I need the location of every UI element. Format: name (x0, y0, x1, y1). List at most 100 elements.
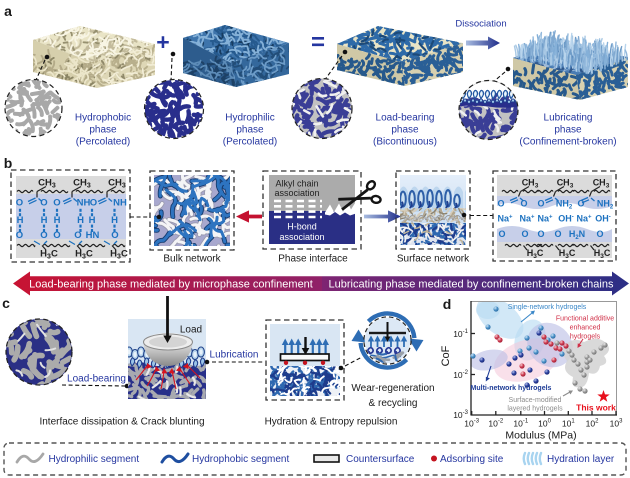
svg-text:d: d (443, 296, 452, 312)
svg-text:NH2: NH2 (597, 199, 614, 211)
svg-text:Lubricating phase mediated by: Lubricating phase mediated by confinemen… (329, 278, 614, 290)
svg-text:phase: phase (554, 125, 582, 136)
svg-text:(Confinement-broken): (Confinement-broken) (519, 137, 616, 148)
svg-text:OH-: OH- (595, 214, 611, 224)
svg-text:101: 101 (562, 419, 575, 429)
svg-text:Load-bearing: Load-bearing (376, 113, 435, 124)
svg-text:Wear-regeneration: Wear-regeneration (351, 383, 434, 394)
svg-text:(Percolated): (Percolated) (76, 137, 130, 148)
svg-text:Dissociation: Dissociation (455, 19, 506, 30)
svg-text:10-3: 10-3 (453, 410, 468, 420)
svg-text:+: + (156, 29, 169, 55)
svg-text:O: O (53, 230, 60, 241)
svg-text:phase: phase (89, 125, 117, 136)
svg-text:Na+: Na+ (519, 214, 535, 224)
svg-text:CH3: CH3 (557, 178, 574, 190)
svg-text:10-1: 10-1 (453, 329, 468, 339)
svg-text:O: O (520, 199, 527, 209)
svg-text:CH3: CH3 (593, 178, 610, 190)
svg-text:Na+: Na+ (576, 214, 592, 224)
svg-text:association: association (274, 188, 319, 198)
svg-text:phase: phase (391, 125, 419, 136)
svg-text:phase: phase (236, 125, 264, 136)
svg-text:H: H (41, 215, 48, 226)
svg-text:O: O (16, 198, 23, 209)
svg-text:H3C: H3C (527, 248, 544, 260)
svg-text:103: 103 (610, 419, 623, 429)
svg-text:Multi-network hydrogels: Multi-network hydrogels (471, 385, 552, 392)
svg-text:Hydrophilic: Hydrophilic (225, 113, 274, 124)
svg-text:102: 102 (586, 419, 599, 429)
svg-text:c: c (2, 295, 10, 311)
svg-text:H3C: H3C (40, 249, 58, 261)
svg-text:H-bond: H-bond (287, 222, 317, 232)
svg-text:O: O (40, 230, 47, 241)
svg-text:Phase interface: Phase interface (278, 254, 348, 265)
svg-text:H: H (89, 215, 96, 226)
svg-text:enhanced: enhanced (570, 325, 601, 332)
svg-text:O: O (537, 229, 544, 239)
svg-text:& recycling: & recycling (369, 398, 418, 409)
svg-text:CH3: CH3 (522, 178, 539, 190)
svg-text:Modulus (MPa): Modulus (MPa) (505, 430, 576, 442)
svg-text:CH3: CH3 (73, 178, 91, 190)
svg-text:CoF: CoF (440, 345, 452, 366)
svg-text:Hydration & Entropy repulsion: Hydration & Entropy repulsion (265, 417, 398, 428)
svg-text:O: O (498, 229, 505, 239)
svg-text:Load-bearing: Load-bearing (67, 374, 126, 385)
svg-text:H3C: H3C (559, 248, 576, 260)
svg-text:H2N: H2N (569, 229, 585, 241)
svg-text:O: O (53, 198, 60, 209)
svg-text:O: O (596, 229, 603, 239)
svg-text:Lubricating: Lubricating (544, 113, 593, 124)
svg-text:H3C: H3C (594, 248, 611, 260)
svg-text:H: H (77, 215, 84, 226)
svg-text:H: H (54, 215, 61, 226)
svg-text:O: O (74, 230, 81, 241)
svg-text:CH3: CH3 (108, 178, 126, 190)
svg-text:Hydration layer: Hydration layer (547, 454, 615, 465)
svg-text:10-2: 10-2 (488, 419, 503, 429)
svg-text:Load-bearing phase mediated by: Load-bearing phase mediated by microphas… (29, 278, 313, 290)
svg-text:Na+: Na+ (497, 214, 513, 224)
svg-text:NH2: NH2 (556, 199, 573, 211)
svg-text:O: O (90, 198, 97, 209)
svg-text:10-3: 10-3 (464, 419, 479, 429)
svg-text:This work: This work (576, 403, 616, 413)
svg-text:O: O (497, 199, 504, 209)
svg-text:Single-network hydrogels: Single-network hydrogels (508, 304, 587, 311)
svg-text:Hydrophobic: Hydrophobic (75, 113, 131, 124)
svg-text:O: O (577, 199, 584, 209)
svg-text:O: O (111, 230, 118, 241)
svg-text:H: H (17, 215, 24, 226)
svg-text:Surface-modified: Surface-modified (509, 397, 562, 404)
svg-text:Na+: Na+ (537, 214, 553, 224)
svg-text:Hydrophilic segment: Hydrophilic segment (49, 454, 140, 465)
svg-text:HN: HN (86, 230, 100, 241)
svg-text:Hydrophobic segment: Hydrophobic segment (192, 454, 289, 465)
svg-text:b: b (4, 155, 13, 171)
svg-text:a: a (4, 3, 12, 19)
svg-text:Load: Load (180, 325, 202, 336)
svg-text:=: = (311, 29, 325, 56)
svg-text:10-2: 10-2 (453, 370, 468, 380)
svg-text:10-1: 10-1 (513, 419, 528, 429)
svg-text:OH-: OH- (558, 214, 574, 224)
svg-text:(Percolated): (Percolated) (223, 137, 277, 148)
svg-text:Bulk network: Bulk network (163, 254, 221, 265)
svg-text:Alkyl chain: Alkyl chain (275, 179, 318, 189)
svg-text:Functional additive: Functional additive (556, 316, 614, 323)
svg-text:O: O (554, 229, 561, 239)
svg-text:100: 100 (538, 419, 551, 429)
svg-text:O: O (537, 199, 544, 209)
svg-text:H3C: H3C (110, 249, 128, 261)
svg-text:NH: NH (113, 198, 127, 209)
svg-text:Surface network: Surface network (397, 254, 470, 265)
svg-text:Countersurface: Countersurface (346, 454, 415, 465)
svg-text:O: O (40, 198, 47, 209)
svg-text:association: association (279, 232, 324, 242)
svg-text:Lubrication: Lubrication (210, 350, 259, 361)
svg-text:Adsorbing site: Adsorbing site (440, 454, 504, 465)
svg-text:layered hydrogels: layered hydrogels (507, 406, 563, 413)
svg-text:hydrogels: hydrogels (570, 334, 601, 341)
